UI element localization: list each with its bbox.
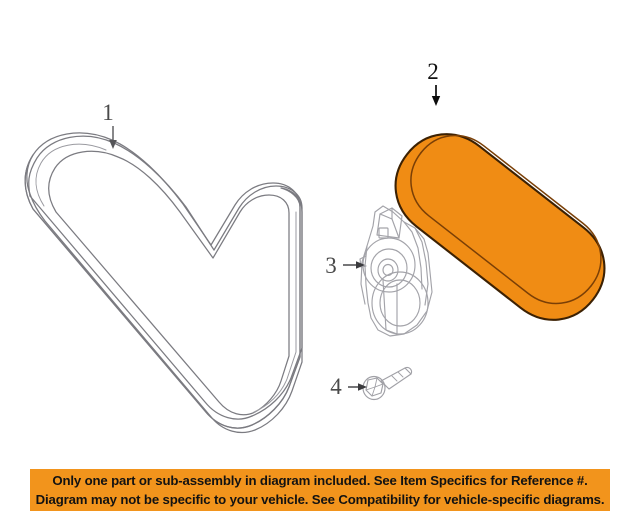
callout-3-label: 3 — [325, 253, 337, 278]
part-3-belt-tensioner — [359, 205, 433, 337]
disclaimer-line-1: Only one part or sub-assembly in diagram… — [52, 473, 588, 488]
part-4-mounting-bolt — [362, 366, 413, 401]
part-2-drive-belt-highlighted — [394, 133, 606, 321]
callout-4-arrow-head — [358, 383, 367, 391]
tensioner-hub-inner — [377, 258, 399, 282]
callout-4-label: 4 — [330, 374, 342, 399]
tensioner-pulley-inner — [379, 279, 421, 327]
tensioner-bolt-boss — [378, 227, 389, 239]
callout-2-group: 2 — [427, 59, 441, 106]
callout-4-group: 4 — [330, 374, 367, 399]
tensioner-hub-mid — [370, 248, 408, 288]
callout-3-arrow-head — [356, 261, 365, 269]
callout-1-group: 1 — [102, 100, 117, 149]
tensioner-pulley-outer — [371, 271, 429, 335]
disclaimer-banner: Only one part or sub-assembly in diagram… — [30, 469, 610, 511]
callout-1-arrow-head — [109, 140, 117, 149]
tensioner-hub-bore — [382, 263, 394, 277]
callout-1-label: 1 — [102, 100, 114, 125]
callout-3-group: 3 — [325, 253, 365, 278]
callout-2-label: 2 — [427, 59, 439, 84]
callout-2-arrow-head — [431, 96, 441, 106]
belt-inner-edge-lower — [410, 151, 593, 305]
belt-inner-edge — [420, 134, 602, 287]
disclaimer-line-2: Diagram may not be specific to your vehi… — [35, 492, 605, 507]
part-1-serpentine-belt-outline — [24, 132, 303, 434]
